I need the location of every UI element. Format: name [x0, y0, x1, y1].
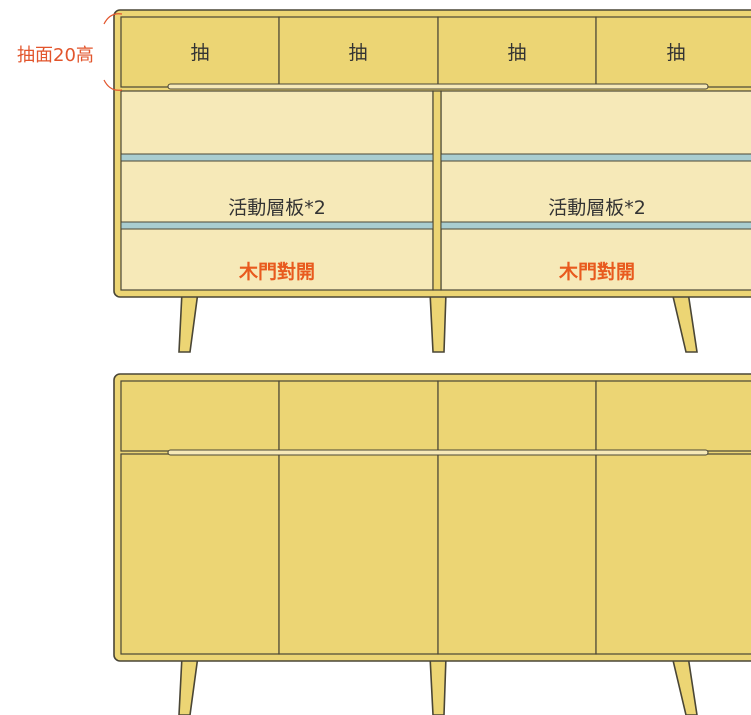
drawer: [120, 380, 280, 452]
leg: [670, 291, 698, 353]
handle-groove: [167, 449, 709, 456]
bottom-cabinet: [113, 373, 751, 715]
leg: [429, 655, 447, 715]
adjustable-shelf: [440, 221, 751, 230]
open-compartment: 活動層板*2 活動層板*2 木門對開 木門對開: [120, 90, 751, 291]
adjustable-shelf: [120, 153, 434, 162]
compartment-right: [440, 90, 751, 291]
leg: [670, 655, 698, 715]
leg: [178, 291, 199, 353]
door-label: 木門對開: [558, 260, 635, 283]
drawer-label: 抽: [507, 42, 526, 64]
annotation-bracket-top: [103, 13, 123, 25]
door: [595, 453, 751, 655]
top-cabinet: 抽 抽 抽 抽 活動層板*2 活動層板*2 木門對開 木門對開: [17, 9, 751, 353]
drawer: [595, 16, 751, 88]
drawer: [595, 380, 751, 452]
leg: [429, 291, 447, 353]
adjustable-shelf: [440, 153, 751, 162]
drawer-label: 抽: [666, 42, 685, 64]
door-label: 木門對開: [238, 260, 315, 283]
drawer-row: 抽 抽 抽 抽: [120, 16, 751, 90]
compartment-left: [120, 90, 434, 291]
door: [120, 453, 280, 655]
door: [278, 453, 439, 655]
adjustable-shelf: [120, 221, 434, 230]
drawer-label: 抽: [348, 42, 367, 64]
drawer: [278, 380, 439, 452]
drawer: [437, 380, 597, 452]
leg: [178, 655, 199, 715]
annotation-bracket-bottom: [103, 79, 123, 91]
drawer: [120, 16, 280, 88]
shelf-label: 活動層板*2: [548, 197, 646, 219]
door: [437, 453, 597, 655]
center-divider: [432, 90, 442, 291]
drawer: [437, 16, 597, 88]
shelf-label: 活動層板*2: [228, 197, 326, 219]
drawer-label: 抽: [190, 42, 209, 64]
handle-groove: [167, 83, 709, 90]
drawer-height-annotation: 抽面20高: [17, 13, 123, 91]
annotation-text: 抽面20高: [17, 45, 94, 66]
